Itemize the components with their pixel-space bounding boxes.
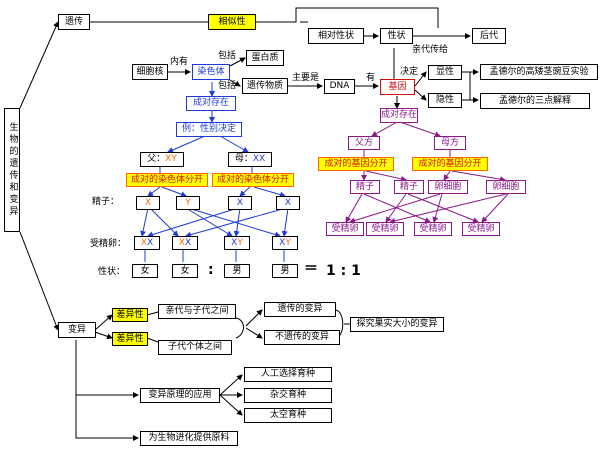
ratio-equals: ＝ xyxy=(304,261,318,277)
sperm-gene-2: Y xyxy=(176,196,200,210)
between-individuals-node: 子代个体之间 xyxy=(158,340,232,355)
mother-xx: XX xyxy=(252,154,266,164)
fert-egg-4: 受精卵 xyxy=(462,222,500,236)
zygote-4-b: Y xyxy=(285,237,291,248)
trait-row-label: 性状： xyxy=(98,267,126,277)
chrom-separate-left: 成对的染色体分开 xyxy=(126,173,208,187)
heredity-node: 遗传 xyxy=(58,14,90,30)
chromosome-node: 染色体 xyxy=(192,64,230,80)
artificial-selection-node: 人工选择育种 xyxy=(244,367,332,382)
variation-application-node: 变异原理的应用 xyxy=(140,388,220,403)
gamete-egg-1: 卵细胞 xyxy=(428,180,468,194)
gamete-sperm-2: 精子 xyxy=(394,180,424,194)
non-heritable-variation-node: 不遗传的变异 xyxy=(264,330,340,345)
zygote-2-a: X xyxy=(178,237,185,248)
includes-label-1: 包括 xyxy=(218,51,237,61)
hybrid-breeding-node: 杂交育种 xyxy=(244,388,332,403)
mainly-label: 主要是 xyxy=(292,73,320,83)
zygote-2-b: X xyxy=(185,237,192,248)
mendel-explanation-node: 孟德尔的三点解释 xyxy=(480,93,590,109)
ratio-value: 1 : 1 xyxy=(326,263,361,279)
includes-label-2: 包括 xyxy=(218,81,237,91)
father-label: 父： xyxy=(147,154,166,164)
zygote-4-a: X xyxy=(279,237,286,248)
fert-egg-1: 受精卵 xyxy=(326,222,364,236)
nucleus-node: 细胞核 xyxy=(132,64,168,80)
fert-egg-3: 受精卵 xyxy=(414,222,452,236)
zygote-3-b: Y xyxy=(237,237,243,248)
similarity-node: 相似性 xyxy=(208,14,256,30)
zygote-1-b: X xyxy=(147,237,154,248)
sperm-row-label: 精子： xyxy=(92,197,120,207)
dna-node: DNA xyxy=(324,79,355,94)
gene-separate-left: 成对的基因分开 xyxy=(318,157,394,171)
space-breeding-node: 太空育种 xyxy=(244,408,332,423)
relative-trait-node: 相对性状 xyxy=(308,28,364,44)
gene-node: 基因 xyxy=(380,79,415,95)
ratio-colon: : xyxy=(208,262,214,278)
sex-2: 女 xyxy=(172,264,198,278)
sex-4: 男 xyxy=(272,264,298,278)
gamete-egg-2: 卵细胞 xyxy=(486,180,526,194)
recessive-node: 隐性 xyxy=(428,93,462,108)
diversity-node-2: 差异性 xyxy=(112,332,148,346)
genetic-material-node: 遗传物质 xyxy=(242,78,288,94)
sex-1: 女 xyxy=(132,264,158,278)
parent-pass-label: 亲代传给 xyxy=(412,45,449,55)
zygote-1-a: X xyxy=(140,237,147,248)
father-xy: XY xyxy=(165,154,177,164)
determines-label: 决定 xyxy=(400,67,419,77)
root-topic: 生物的遗传和变异 xyxy=(4,108,20,232)
zygote-3-a: X xyxy=(231,237,238,248)
fert-egg-2: 受精卵 xyxy=(366,222,404,236)
explore-fruit-size-node: 探究果实大小的变异 xyxy=(350,317,444,332)
contains-label: 内有 xyxy=(170,57,189,67)
pair-exist-right-node: 成对存在 xyxy=(380,108,418,123)
dad-node: 父方 xyxy=(348,136,380,150)
evolution-material-node: 为生物进化提供原料 xyxy=(140,431,238,446)
sperm-gene-3: X xyxy=(228,196,252,210)
heritable-variation-node: 遗传的变异 xyxy=(264,302,336,317)
gene-separate-right: 成对的基因分开 xyxy=(412,157,488,171)
father-node: 父：XY xyxy=(140,152,184,167)
sperm-gene-4: X xyxy=(276,196,300,210)
sex-3: 男 xyxy=(224,264,250,278)
sperm-gene-1: X xyxy=(136,196,160,210)
mother-label: 母： xyxy=(234,154,253,164)
pair-exist-left-node: 成对存在 xyxy=(186,96,236,111)
protein-node: 蛋白质 xyxy=(246,50,284,66)
mother-node: 母：XX xyxy=(228,152,272,167)
between-generations-node: 亲代与子代之间 xyxy=(158,304,236,319)
dominant-node: 显性 xyxy=(428,65,462,80)
offspring-node: 后代 xyxy=(472,28,506,44)
mom-node: 母方 xyxy=(434,136,466,150)
sex-determination-node: 例：性别决定 xyxy=(176,122,242,137)
trait-node: 性状 xyxy=(380,28,413,44)
gamete-sperm-1: 精子 xyxy=(350,180,380,194)
diversity-node-1: 差异性 xyxy=(112,308,148,322)
has-label: 有 xyxy=(366,73,376,83)
mendel-experiment-node: 孟德尔的高矮茎豌豆实验 xyxy=(480,64,598,80)
variation-node: 变异 xyxy=(58,322,96,338)
chrom-separate-right: 成对的染色体分开 xyxy=(212,173,294,187)
zygote-row-label: 受精卵： xyxy=(90,239,127,249)
